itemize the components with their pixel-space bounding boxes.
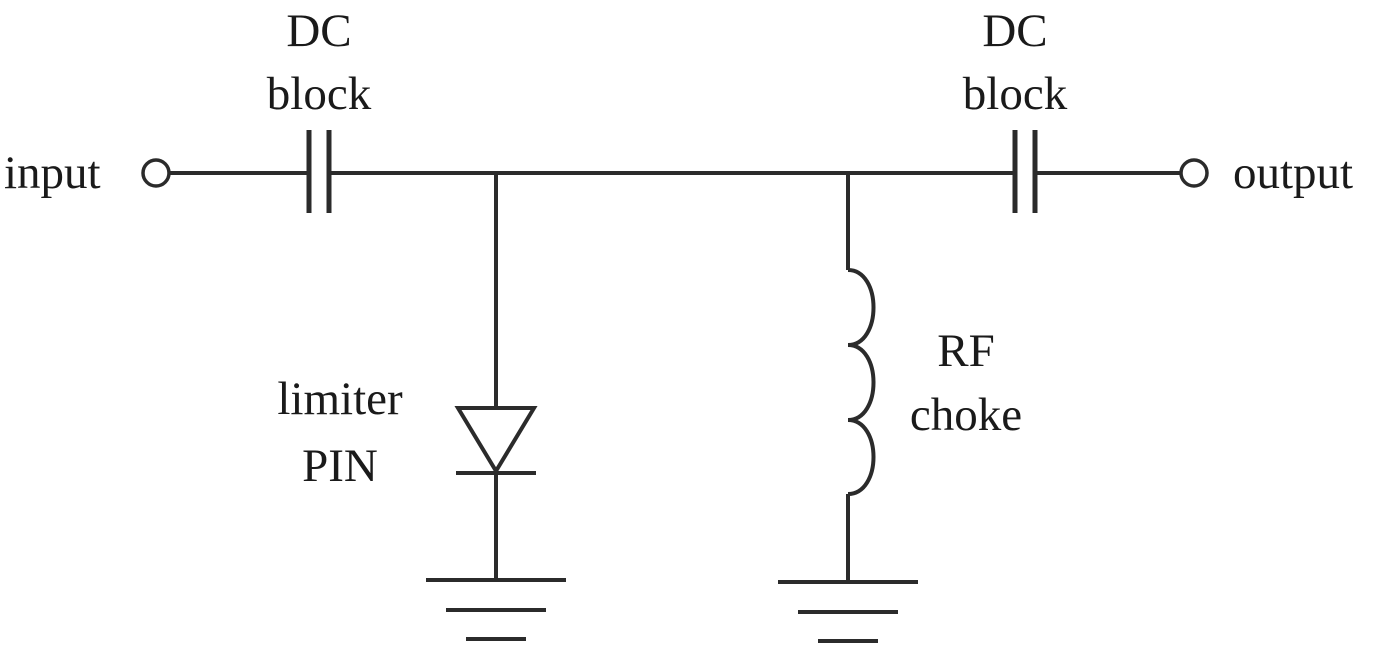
- output-terminal: [1179, 158, 1209, 188]
- input-label: input: [4, 147, 101, 199]
- output-label: output: [1233, 147, 1353, 199]
- dc-block-left-label-line2: block: [267, 68, 372, 120]
- ground-symbol-right: [778, 580, 918, 643]
- rf-choke-label-line1: RF: [937, 325, 995, 377]
- dc-block-left-label-line1: DC: [286, 5, 351, 57]
- limiter-pin-label-line1: limiter: [277, 373, 403, 425]
- rf-choke-inductor: [846, 173, 876, 582]
- rf-choke-label-line2: choke: [910, 389, 1022, 441]
- dc-block-capacitor-right: [1012, 130, 1038, 213]
- input-terminal: [141, 158, 171, 188]
- dc-block-capacitor-left: [306, 130, 332, 213]
- dc-block-right-label-line1: DC: [982, 5, 1047, 57]
- ground-symbol-left: [426, 578, 566, 641]
- dc-block-right-label-line2: block: [963, 68, 1068, 120]
- limiter-pin-label-line2: PIN: [302, 440, 378, 492]
- limiter-pin-diode: [454, 173, 538, 580]
